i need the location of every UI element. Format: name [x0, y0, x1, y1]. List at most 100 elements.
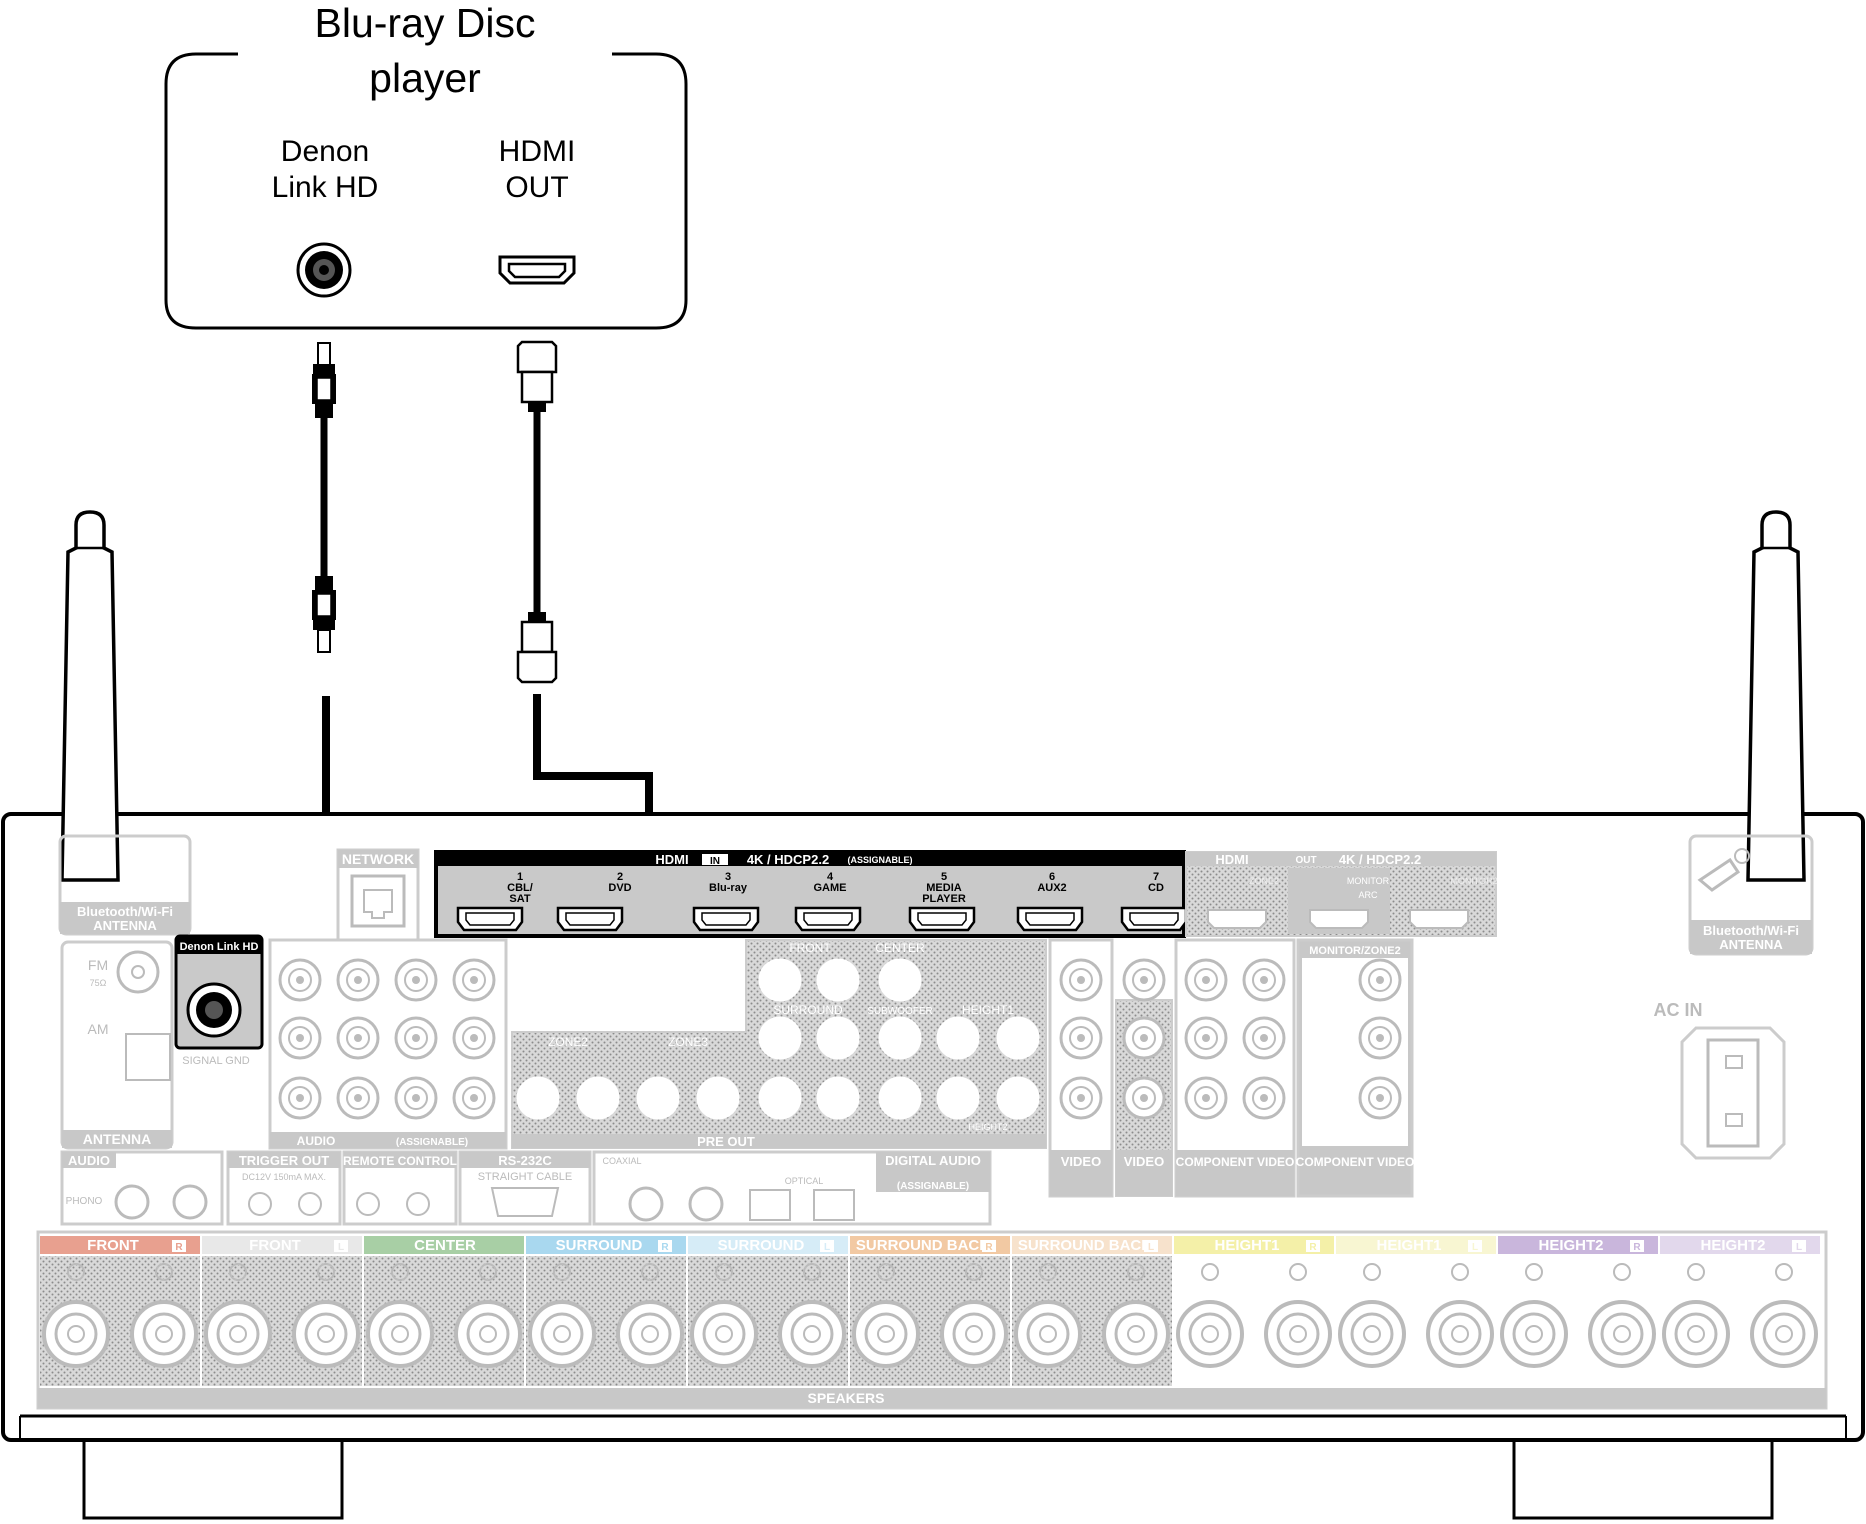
- video-in-label: VIDEO: [1061, 1154, 1101, 1169]
- hdmi-in-panel: HDMI IN 4K / HDCP2.2 (ASSIGNABLE) 1CBL/S…: [434, 850, 1188, 938]
- video-jack-icon: [1122, 958, 1166, 1002]
- hdmi-in-name: PLAYER: [922, 893, 966, 905]
- hdmi-in-header: HDMI: [655, 852, 688, 867]
- denon-link-port-label-line2: Link HD: [272, 171, 379, 204]
- pre-out-zone3: ZONE3: [668, 1035, 708, 1049]
- video-jack-icon: [1122, 1016, 1166, 1060]
- pre-out-label: PRE OUT: [697, 1134, 755, 1149]
- rca-jack-icon: [452, 958, 496, 1002]
- rca-jack-icon: [336, 1016, 380, 1060]
- pre-out-jack-icon: [758, 958, 802, 1002]
- hdmi-out-jack-icon: [498, 255, 576, 285]
- pre-out-jack-icon: [576, 1076, 620, 1120]
- rca-jack-icon: [336, 958, 380, 1002]
- straight-cable-label: STRAIGHT CABLE: [478, 1171, 573, 1183]
- rca-jack-icon: [394, 1016, 438, 1060]
- pre-out-zone2: ZONE2: [548, 1035, 588, 1049]
- video-jack-icon: [1358, 1076, 1402, 1120]
- speaker-side: R: [1309, 1242, 1317, 1253]
- trigger-spec-label: DC12V 150mA MAX.: [242, 1172, 326, 1182]
- rca-jack-icon: [394, 958, 438, 1002]
- video-jack-icon: [1358, 958, 1402, 1002]
- digital-audio-label: DIGITAL AUDIO: [885, 1153, 981, 1168]
- pre-out-jack-icon: [816, 1016, 860, 1060]
- fm-label: FM: [88, 957, 108, 973]
- rca-jack-icon: [336, 1076, 380, 1120]
- hdmi-out-spec: 4K / HDCP2.2: [1339, 852, 1421, 867]
- hdmi-in-name: AUX2: [1037, 882, 1066, 894]
- hdmi-out-header: HDMI: [1215, 852, 1248, 867]
- hdmi-in-number: 5: [941, 871, 947, 883]
- rca-jack-icon: [452, 1016, 496, 1060]
- hdmi-out-port-icon: [1207, 909, 1469, 929]
- hdmi-in-number: 4: [827, 871, 834, 883]
- bt-antenna-left-label1: Bluetooth/Wi-Fi: [77, 904, 173, 919]
- speaker-side: R: [175, 1242, 183, 1253]
- hdmi-in-name: CD: [1148, 882, 1164, 894]
- hdmi-in-number: 2: [617, 871, 623, 883]
- video-jack-icon: [1122, 1076, 1166, 1120]
- hdmi-port-icon: [1120, 906, 1188, 932]
- bluray-player: Blu-ray Disc player Denon Link HD HDMI O…: [164, 0, 688, 330]
- bt-antenna-left-label2: ANTENNA: [93, 918, 157, 933]
- pre-out-center: CENTER: [875, 941, 925, 955]
- pre-out-jack-icon: [936, 1016, 980, 1060]
- speaker-side: R: [985, 1242, 993, 1253]
- speaker-label: SURROUND BACK: [856, 1237, 990, 1254]
- hdmi-in-port: 7CD: [1120, 871, 1188, 932]
- audio-in-label: AUDIO: [297, 1134, 336, 1148]
- receiver-denon-link-label: Denon Link HD: [180, 941, 259, 953]
- speaker-terminal-pair: CENTER: [364, 1236, 524, 1386]
- hdmi-out-port-label-line2: OUT: [505, 171, 568, 204]
- fm-ohm-label: 75Ω: [90, 978, 107, 988]
- denon-link-port-label-line1: Denon: [281, 135, 369, 168]
- left-antenna: [60, 510, 120, 882]
- audio-in-jacks: [278, 958, 496, 1120]
- ac-in: AC IN: [1654, 1000, 1786, 1160]
- hdmi-port-icon: [908, 906, 976, 932]
- speaker-label: FRONT: [249, 1237, 301, 1254]
- hdmi-port-icon: [692, 906, 760, 932]
- hdmi-in-number: 3: [725, 871, 731, 883]
- hdmi-in-ports: 1CBL/SAT2DVD3Blu-ray4GAME5MEDIAPLAYER6AU…: [456, 871, 1188, 932]
- video-jacks: [1059, 958, 1402, 1120]
- pre-out-jacks: [516, 958, 1040, 1120]
- denon-link-jack-icon: [296, 242, 352, 298]
- pre-out-front: FRONT: [789, 941, 831, 955]
- speakers-label: SPEAKERS: [807, 1390, 884, 1406]
- pre-out-jack-icon: [878, 1016, 922, 1060]
- speaker-label: HEIGHT1: [1376, 1237, 1441, 1254]
- speaker-label: HEIGHT2: [1538, 1237, 1603, 1254]
- pre-out-jack-icon: [516, 1076, 560, 1120]
- phono-label: PHONO: [66, 1196, 103, 1207]
- video-jack-icon: [1358, 1016, 1402, 1060]
- audio-in-assignable: (ASSIGNABLE): [396, 1137, 468, 1148]
- hdmi-port-icon: [556, 906, 624, 932]
- pre-out-jack-icon: [936, 1076, 980, 1120]
- pre-out-height1: HEIGHT1: [962, 1003, 1014, 1017]
- video-jack-icon: [1242, 958, 1286, 1002]
- video-jack-icon: [1184, 1076, 1228, 1120]
- video-jack-icon: [1184, 1016, 1228, 1060]
- antenna-label: ANTENNA: [83, 1131, 151, 1147]
- video-out-label: VIDEO: [1124, 1154, 1164, 1169]
- hdmi-out-zone2: ZONE2: [1249, 876, 1279, 886]
- antenna-block: ANTENNA FM 75Ω AM: [60, 940, 174, 1150]
- rca-jack-icon: [278, 1016, 322, 1060]
- optical-label: OPTICAL: [785, 1176, 824, 1186]
- ac-in-label: AC IN: [1654, 1000, 1703, 1020]
- hdmi-port-icon: [456, 906, 524, 932]
- rca-jack-icon: [278, 958, 322, 1002]
- hdmi-in-name: Blu-ray: [709, 882, 748, 894]
- pre-out-block: PRE OUT ZONE2 ZONE3 FRONT CENTER SURROUN…: [511, 939, 1047, 1149]
- pre-out-subwoofer: SUBWOOFER: [867, 1006, 933, 1017]
